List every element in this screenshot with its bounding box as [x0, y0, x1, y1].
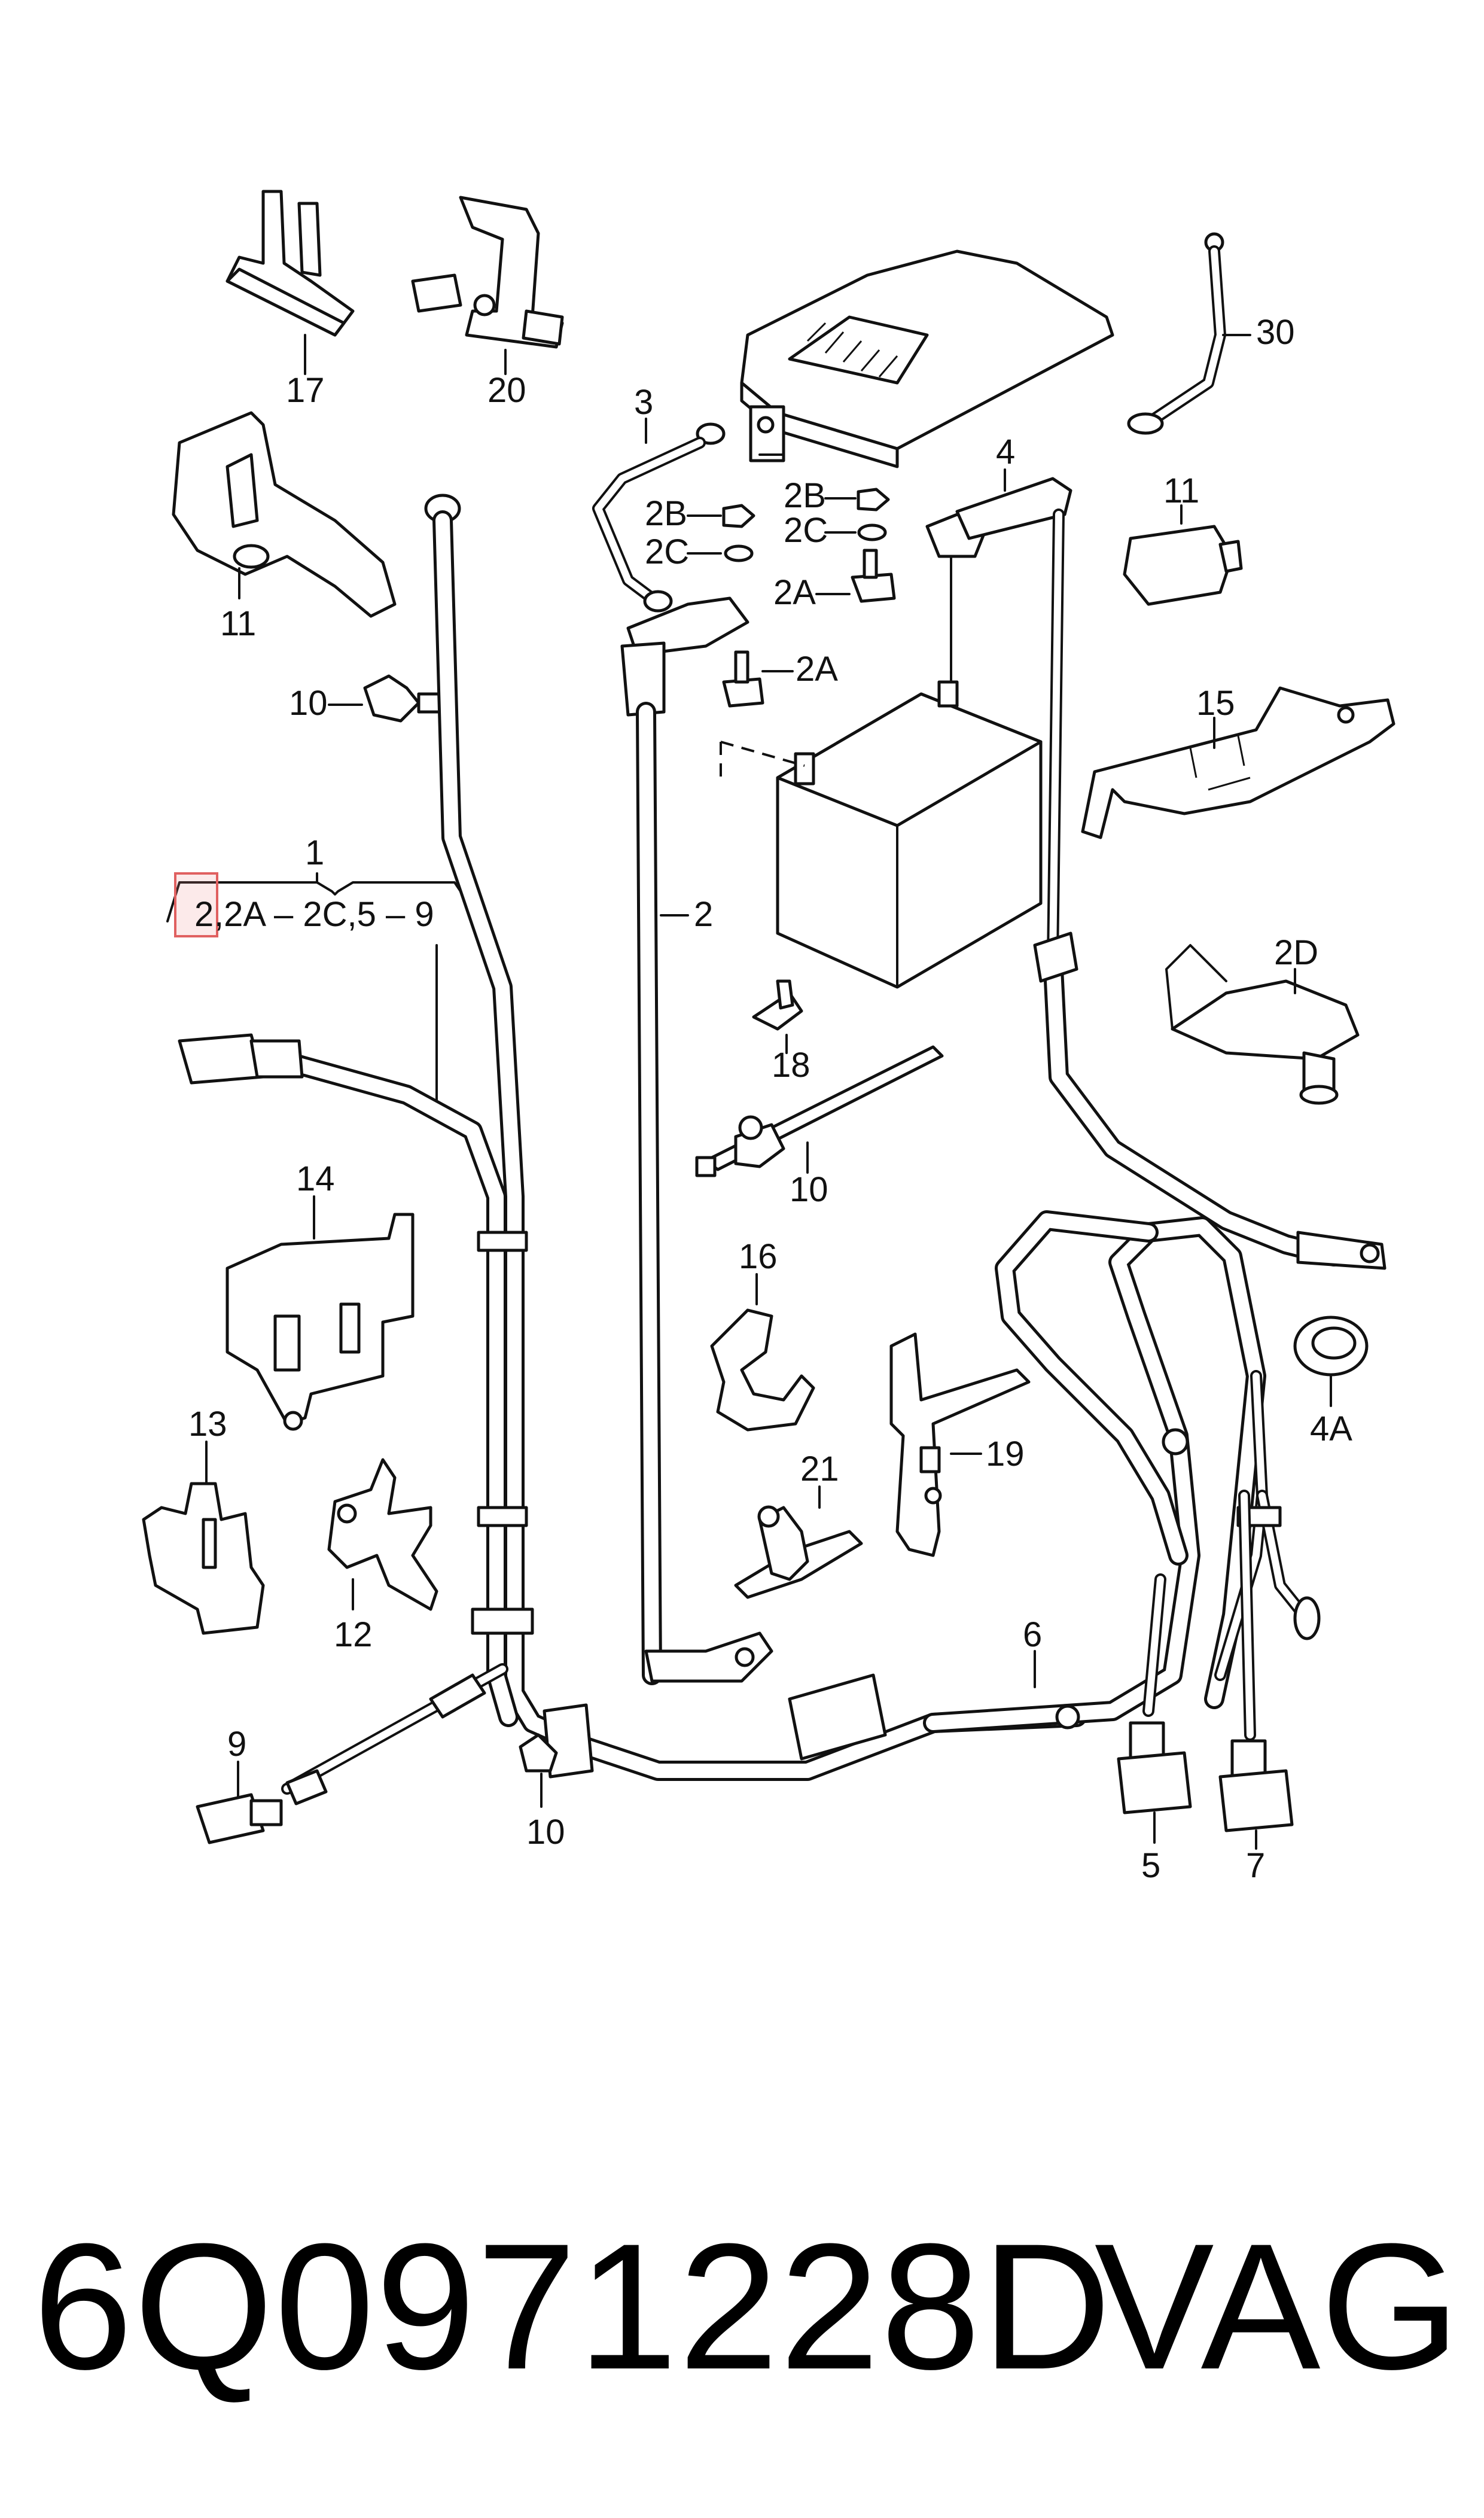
clamp-2A-b [722, 650, 764, 708]
part-14-bracket [226, 1195, 415, 1431]
bracket-1 [316, 872, 474, 911]
callout-16: 16 [739, 1237, 778, 1276]
bracket-1-left [166, 881, 318, 922]
highlight-box [174, 872, 218, 937]
part-3-lead [592, 418, 726, 613]
callout-19: 19 [986, 1435, 1025, 1473]
callout-7: 7 [1246, 1846, 1265, 1885]
nut-2B-b [857, 488, 890, 511]
callout-1-first: 2 [194, 895, 214, 934]
part-10-cable-tie [695, 1045, 944, 1177]
callout-2: 2 [694, 895, 713, 934]
footer: 6Q0971228D VAG [0, 2208, 1484, 2405]
part-11-connector-right [1123, 504, 1243, 606]
part-4-lead-end [1033, 931, 1387, 1270]
part-15-bracket [1081, 686, 1395, 839]
washer-2C-b [857, 523, 887, 541]
part-16-clamp [710, 1273, 815, 1432]
callout-2D: 2D [1274, 933, 1318, 972]
callout-30: 30 [1256, 313, 1295, 352]
brand-name: VAG [1094, 2206, 1460, 2407]
callout-17: 17 [286, 371, 325, 410]
part-17-clip [226, 190, 355, 375]
callout-14: 14 [296, 1159, 335, 1198]
part-4-terminal-lead [925, 468, 1072, 963]
callout-9: 9 [227, 1725, 246, 1764]
callout-11-left: 11 [220, 604, 256, 643]
part-21-clip [734, 1485, 863, 1599]
callout-11-right: 11 [1163, 471, 1199, 510]
battery-control-unit [740, 249, 1114, 468]
part-20-bracket [411, 196, 564, 375]
callout-2A-a: 2A [773, 573, 816, 612]
callout-15: 15 [1196, 684, 1235, 723]
callout-4: 4 [996, 433, 1015, 471]
callout-13: 13 [188, 1405, 227, 1444]
callout-3: 3 [634, 383, 653, 422]
callout-5: 5 [1141, 1846, 1160, 1885]
nut-2B-a [722, 504, 755, 528]
battery [720, 680, 1043, 989]
part-18-clip [752, 979, 803, 1054]
part-13-bracket [142, 1441, 265, 1635]
callout-2C-b: 2C [784, 511, 828, 550]
part-10-clip-top [363, 674, 444, 723]
callout-10-bottom: 10 [526, 1813, 565, 1852]
callout-20: 20 [487, 371, 526, 410]
callout-2B-a: 2B [645, 494, 687, 533]
callout-4A: 4A [1310, 1409, 1352, 1448]
callout-12: 12 [334, 1615, 373, 1654]
callout-10-mid: 10 [790, 1170, 828, 1209]
callout-18: 18 [772, 1046, 810, 1085]
part-5-connector [1117, 1573, 1192, 1844]
part-number: 6Q0971228D [33, 2206, 1113, 2407]
callout-10-top: 10 [289, 684, 328, 723]
part-6-positive-cable [923, 1210, 1321, 1733]
callout-6: 6 [1023, 1615, 1042, 1654]
callout-2A-b: 2A [796, 650, 838, 689]
washer-2C-a [724, 544, 754, 562]
part-4A-ring [1293, 1316, 1369, 1407]
callout-2C-a: 2C [645, 532, 689, 571]
clamp-2A-a [851, 549, 896, 603]
part-30-ground-strap [1127, 232, 1251, 435]
part-19-bracket [889, 1332, 1031, 1557]
part-2-battery-lead [620, 596, 773, 1685]
part-11-cover-left [172, 411, 397, 618]
part-7-connector [1218, 1490, 1294, 1850]
callout-1: 1 [305, 833, 324, 872]
callout-1-range: ,2A – 2C,5 – 9 [214, 895, 434, 934]
part-2D-shield [1165, 944, 1360, 1105]
part-12-bracket [327, 1458, 438, 1611]
part-9-sensor-lead [196, 1663, 508, 1844]
callout-21: 21 [800, 1450, 839, 1488]
part-10-clip-bottom [519, 1733, 558, 1808]
callout-2B-b: 2B [784, 476, 826, 515]
